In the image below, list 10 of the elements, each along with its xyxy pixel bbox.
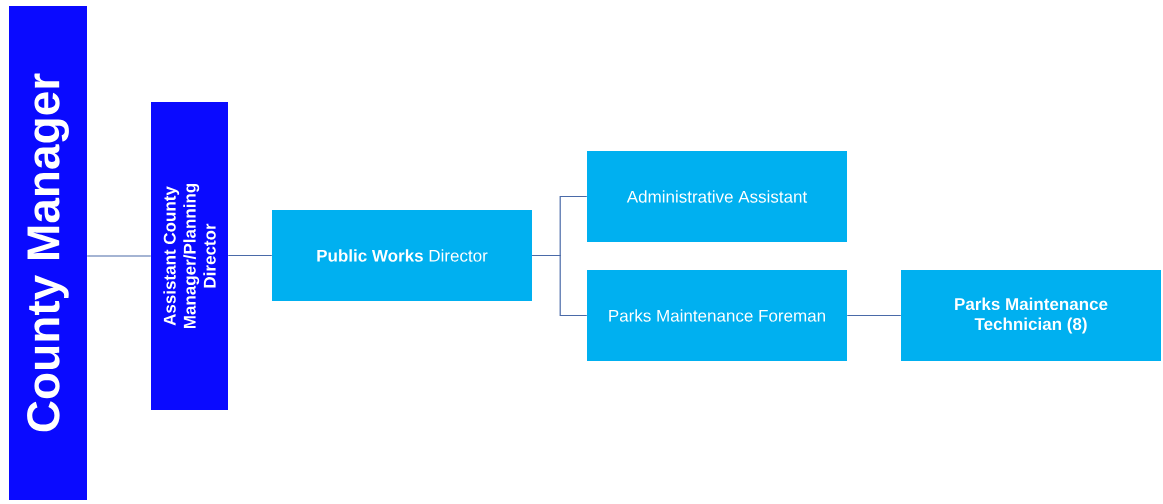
- position-box: Parks Maintenance Foreman: [587, 270, 847, 361]
- position-box: Parks Maintenance Technician (8): [901, 270, 1161, 361]
- position-box: Administrative Assistant: [587, 151, 847, 242]
- position-box: Public Works Director: [272, 210, 532, 301]
- connector-line: [227, 254, 273, 257]
- connector-line: [846, 314, 902, 317]
- connector-line: [531, 254, 588, 317]
- connector-line: [86, 255, 152, 257]
- position-box: Assistant County Manager/Planning Director: [151, 102, 228, 410]
- title-box: County Manager: [9, 6, 87, 500]
